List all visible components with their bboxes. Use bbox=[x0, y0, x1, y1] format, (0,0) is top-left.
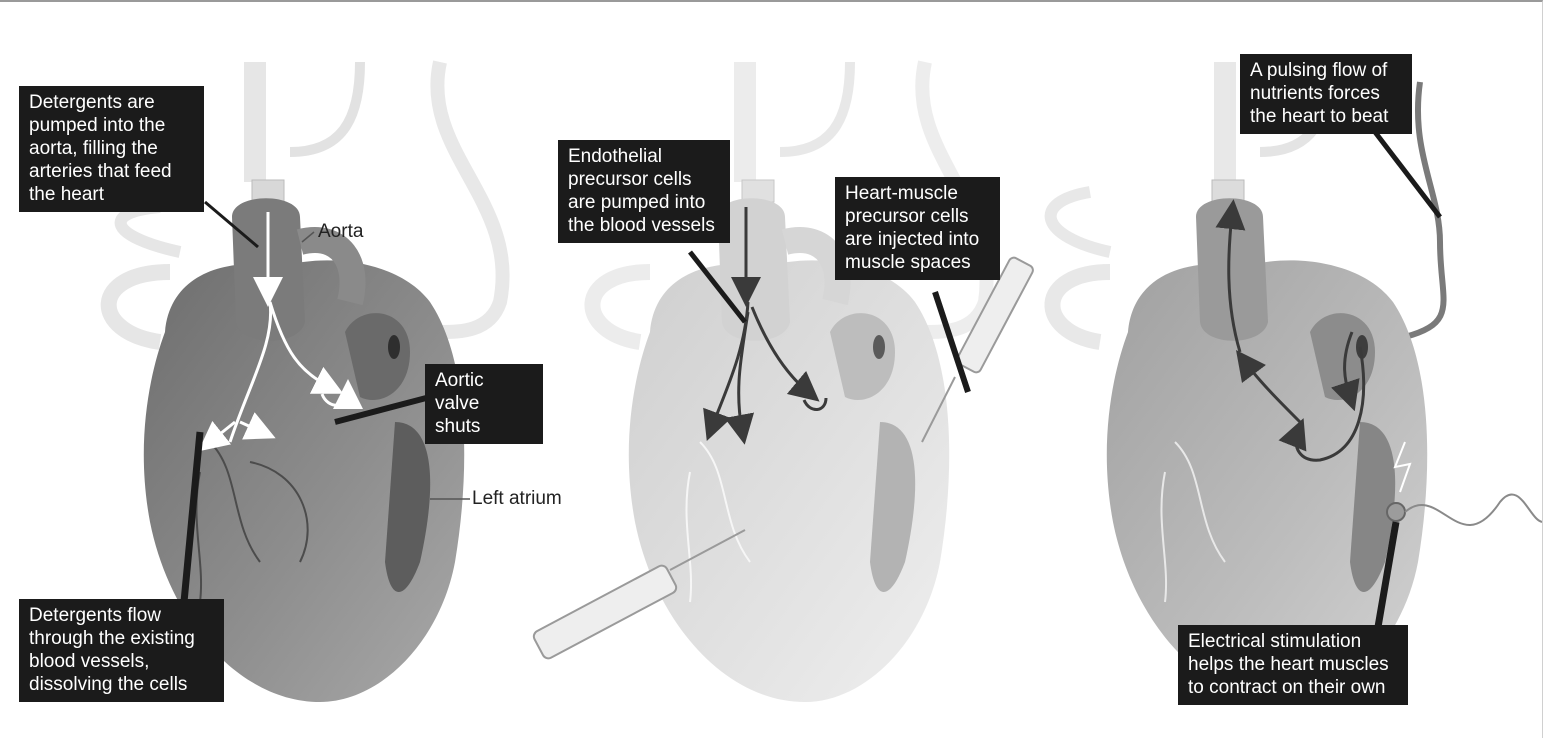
pulsing-flow-callout: A pulsing flow of nutrients forces the h… bbox=[1240, 54, 1412, 134]
detergents-flow-callout: Detergents flow through the existing blo… bbox=[19, 599, 224, 702]
aorta-label: Aorta bbox=[318, 221, 363, 243]
endothelial-callout: Endothelial precursor cells are pumped i… bbox=[558, 140, 730, 243]
left-atrium-label: Left atrium bbox=[472, 488, 562, 510]
heart-panel-3 bbox=[1051, 62, 1543, 702]
detergents-pumped-callout: Detergents are pumped into the aorta, fi… bbox=[19, 86, 204, 212]
aortic-valve-callout: Aortic valve shuts bbox=[425, 364, 543, 444]
electrical-stimulation-callout: Electrical stimulation helps the heart m… bbox=[1178, 625, 1408, 705]
heart-muscle-callout: Heart-muscle precursor cells are injecte… bbox=[835, 177, 1000, 280]
